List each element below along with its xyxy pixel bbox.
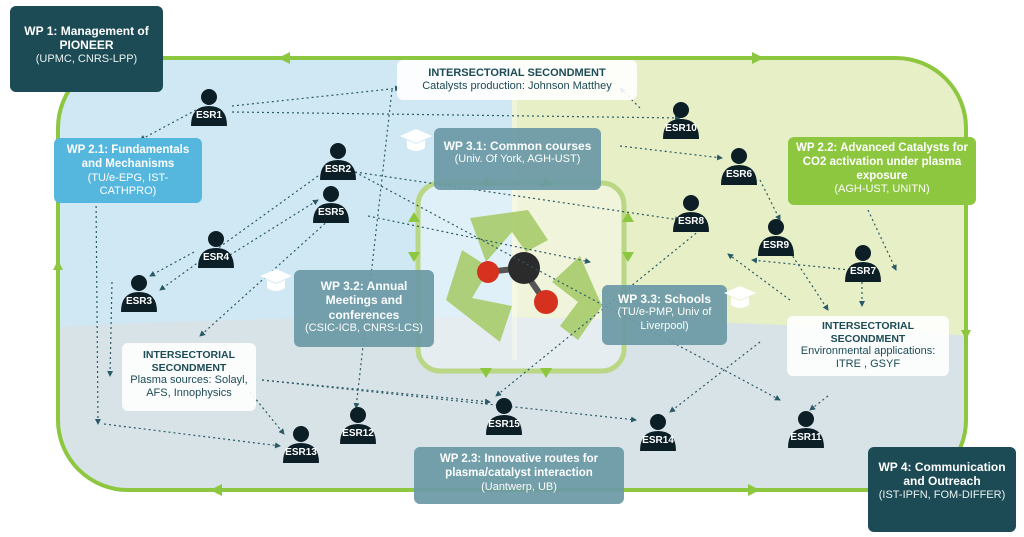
esr10-label: ESR10 [665, 123, 697, 134]
esr1-node: ESR1 [189, 86, 229, 130]
esr5-node: ESR5 [311, 183, 351, 227]
secondment-left-box: INTERSECTORIAL SECONDMENT Plasma sources… [122, 343, 256, 411]
person-icon [340, 407, 376, 444]
esr11-label: ESR11 [790, 432, 822, 443]
wp32-title: WP 3.2: Annual Meetings and conferences [320, 279, 408, 322]
wp4-title: WP 4: Communication and Outreach [878, 460, 1006, 489]
person-icon [313, 186, 349, 223]
secondment-right-box: INTERSECTORIAL SECONDMENT Environmental … [787, 316, 949, 376]
esr12-label: ESR12 [342, 428, 374, 439]
person-icon [721, 148, 757, 185]
esr9-node: ESR9 [756, 216, 796, 260]
esr4-label: ESR4 [202, 252, 230, 263]
wp23-partners: (Uantwerp, UB) [481, 480, 557, 493]
esr15-node: ESR15 [484, 395, 524, 439]
wp1-title: WP 1: Management of PIONEER [24, 24, 149, 53]
wp22-partners: (AGH-UST, UNITN) [834, 183, 930, 196]
wp21-title: WP 2.1: Fundamentals and Mechanisms [66, 144, 190, 170]
graduation-cap-icon [260, 269, 292, 291]
wp21-partners: (TU/e-EPG, IST-CATHPRO) [87, 171, 169, 197]
esr8-label: ESR8 [677, 216, 705, 227]
esr14-label: ESR14 [642, 435, 674, 446]
esr11-node: ESR11 [786, 408, 826, 452]
esr15-label: ESR15 [488, 419, 520, 430]
esr2-label: ESR2 [324, 164, 352, 175]
secondment-left-title: INTERSECTORIAL SECONDMENT [143, 349, 235, 374]
secondment-right-text: Environmental applications: ITRE , GSYF [800, 345, 936, 371]
person-icon [198, 231, 234, 268]
esr3-node: ESR3 [119, 272, 159, 316]
wp22-box: WP 2.2: Advanced Catalysts for CO2 activ… [788, 137, 976, 205]
wp31-box: WP 3.1: Common courses (Univ. Of York, A… [434, 128, 601, 190]
esr8-node: ESR8 [671, 192, 711, 236]
person-icon [663, 102, 699, 139]
secondment-left-text: Plasma sources: Solayl, AFS, Innophysics [130, 374, 248, 400]
secondment-top-box: INTERSECTORIAL SECONDMENT Catalysts prod… [397, 60, 637, 100]
esr6-node: ESR6 [719, 145, 759, 189]
wp21-box: WP 2.1: Fundamentals and Mechanisms (TU/… [54, 138, 202, 203]
person-icon [758, 219, 794, 256]
person-icon [191, 89, 227, 126]
wp22-title: WP 2.2: Advanced Catalysts for CO2 activ… [796, 142, 968, 182]
esr4-node: ESR4 [196, 228, 236, 272]
wp4-box: WP 4: Communication and Outreach (IST-IP… [868, 447, 1016, 532]
recycle-icon [446, 210, 602, 342]
person-icon [283, 426, 319, 463]
wp33-partners: (TU/e-PMP, Univ of Liverpool) [617, 306, 712, 332]
wp4-partners: (IST-IPFN, FOM-DIFFER) [878, 488, 1006, 501]
esr6-label: ESR6 [725, 169, 753, 180]
graduation-cap-icon [400, 129, 432, 151]
person-icon [845, 245, 881, 282]
wp23-title: WP 2.3: Innovative routes for plasma/cat… [439, 453, 599, 479]
esr14-node: ESR14 [638, 411, 678, 455]
wp32-box: WP 3.2: Annual Meetings and conferences … [294, 270, 434, 347]
esr9-label: ESR9 [762, 240, 790, 251]
co2-molecule-icon [477, 252, 558, 314]
esr12-node: ESR12 [338, 404, 378, 448]
cycle-arrows [53, 52, 971, 496]
person-icon [673, 195, 709, 232]
esr7-label: ESR7 [849, 266, 877, 277]
wp31-title: WP 3.1: Common courses [443, 139, 592, 153]
esr13-label: ESR13 [285, 447, 317, 458]
person-icon [788, 411, 824, 448]
esr3-label: ESR3 [125, 296, 153, 307]
wp23-box: WP 2.3: Innovative routes for plasma/cat… [414, 447, 624, 504]
wp32-partners: (CSIC-ICB, CNRS-LCS) [305, 322, 423, 335]
secondment-right-title: INTERSECTORIAL SECONDMENT [822, 320, 914, 345]
esr7-node: ESR7 [843, 242, 883, 286]
person-icon [640, 414, 676, 451]
graduation-cap-icon [724, 286, 756, 308]
secondment-top-title: INTERSECTORIAL SECONDMENT [428, 67, 606, 79]
esr2-node: ESR2 [318, 140, 358, 184]
connector-lines [94, 85, 897, 449]
esr10-node: ESR10 [661, 99, 701, 143]
wp1-box: WP 1: Management of PIONEER (UPMC, CNRS-… [10, 6, 163, 92]
esr13-node: ESR13 [281, 423, 321, 467]
wp1-partners: (UPMC, CNRS-LPP) [35, 52, 138, 65]
esr5-label: ESR5 [317, 207, 345, 218]
person-icon [320, 143, 356, 180]
esr1-label: ESR1 [195, 110, 223, 121]
wp33-box: WP 3.3: Schools (TU/e-PMP, Univ of Liver… [602, 285, 727, 345]
secondment-top-text: Catalysts production: Johnson Matthey [422, 80, 612, 93]
wp33-title: WP 3.3: Schools [617, 292, 712, 306]
person-icon [486, 398, 522, 435]
wp31-partners: (Univ. Of York, AGH-UST) [454, 153, 581, 166]
person-icon [121, 275, 157, 312]
